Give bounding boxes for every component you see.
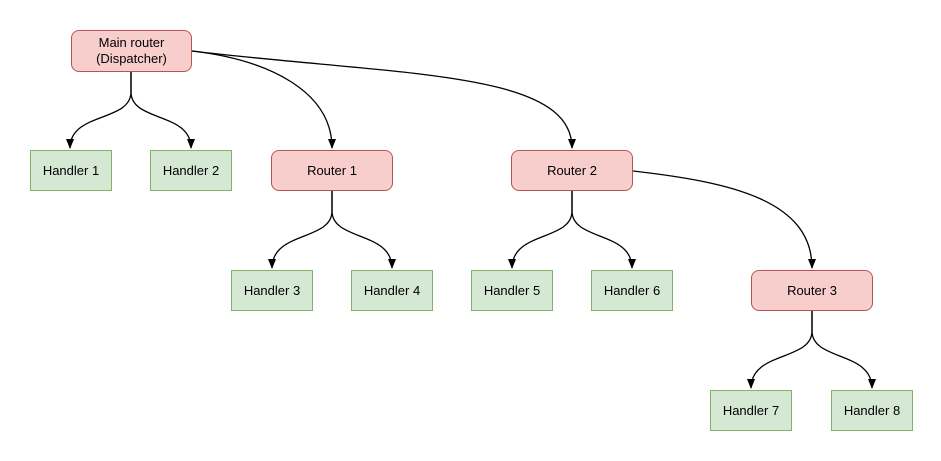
node-handler-8: Handler 8 [831, 390, 913, 431]
node-handler-6-label: Handler 6 [603, 282, 661, 298]
node-router-2-label: Router 2 [547, 162, 597, 178]
edge-router2-router3 [632, 170, 816, 269]
node-handler-7: Handler 7 [710, 390, 792, 431]
node-handler-2-label: Handler 2 [162, 162, 220, 178]
node-handler-2: Handler 2 [150, 150, 232, 191]
node-main-router: Main router (Dispatcher) [71, 30, 192, 72]
node-router-1: Router 1 [271, 150, 393, 191]
node-router-3-label: Router 3 [787, 282, 837, 298]
node-handler-3-label: Handler 3 [243, 282, 301, 298]
node-handler-1-label: Handler 1 [42, 162, 100, 178]
node-router-2: Router 2 [511, 150, 633, 191]
node-main-router-label: Main router (Dispatcher) [96, 35, 167, 66]
node-router-3: Router 3 [751, 270, 873, 311]
node-handler-1: Handler 1 [30, 150, 112, 191]
node-handler-5: Handler 5 [471, 270, 553, 311]
edge-main-router1 [191, 50, 336, 149]
node-handler-4: Handler 4 [351, 270, 433, 311]
edge-main-handler1 [66, 72, 132, 149]
edge-main-router2 [191, 50, 576, 149]
node-router-1-label: Router 1 [307, 162, 357, 178]
edge-router3-handler7 [747, 311, 813, 389]
edge-router2-handler6 [571, 191, 636, 269]
edge-router1-handler4 [331, 191, 396, 269]
edge-router2-handler5 [508, 191, 573, 269]
edge-main-handler2 [130, 72, 195, 149]
edge-router1-handler3 [268, 191, 333, 269]
node-handler-7-label: Handler 7 [722, 402, 780, 418]
node-handler-3: Handler 3 [231, 270, 313, 311]
node-handler-6: Handler 6 [591, 270, 673, 311]
node-handler-8-label: Handler 8 [843, 402, 901, 418]
node-handler-4-label: Handler 4 [363, 282, 421, 298]
node-handler-5-label: Handler 5 [483, 282, 541, 298]
edge-router3-handler8 [811, 311, 876, 389]
